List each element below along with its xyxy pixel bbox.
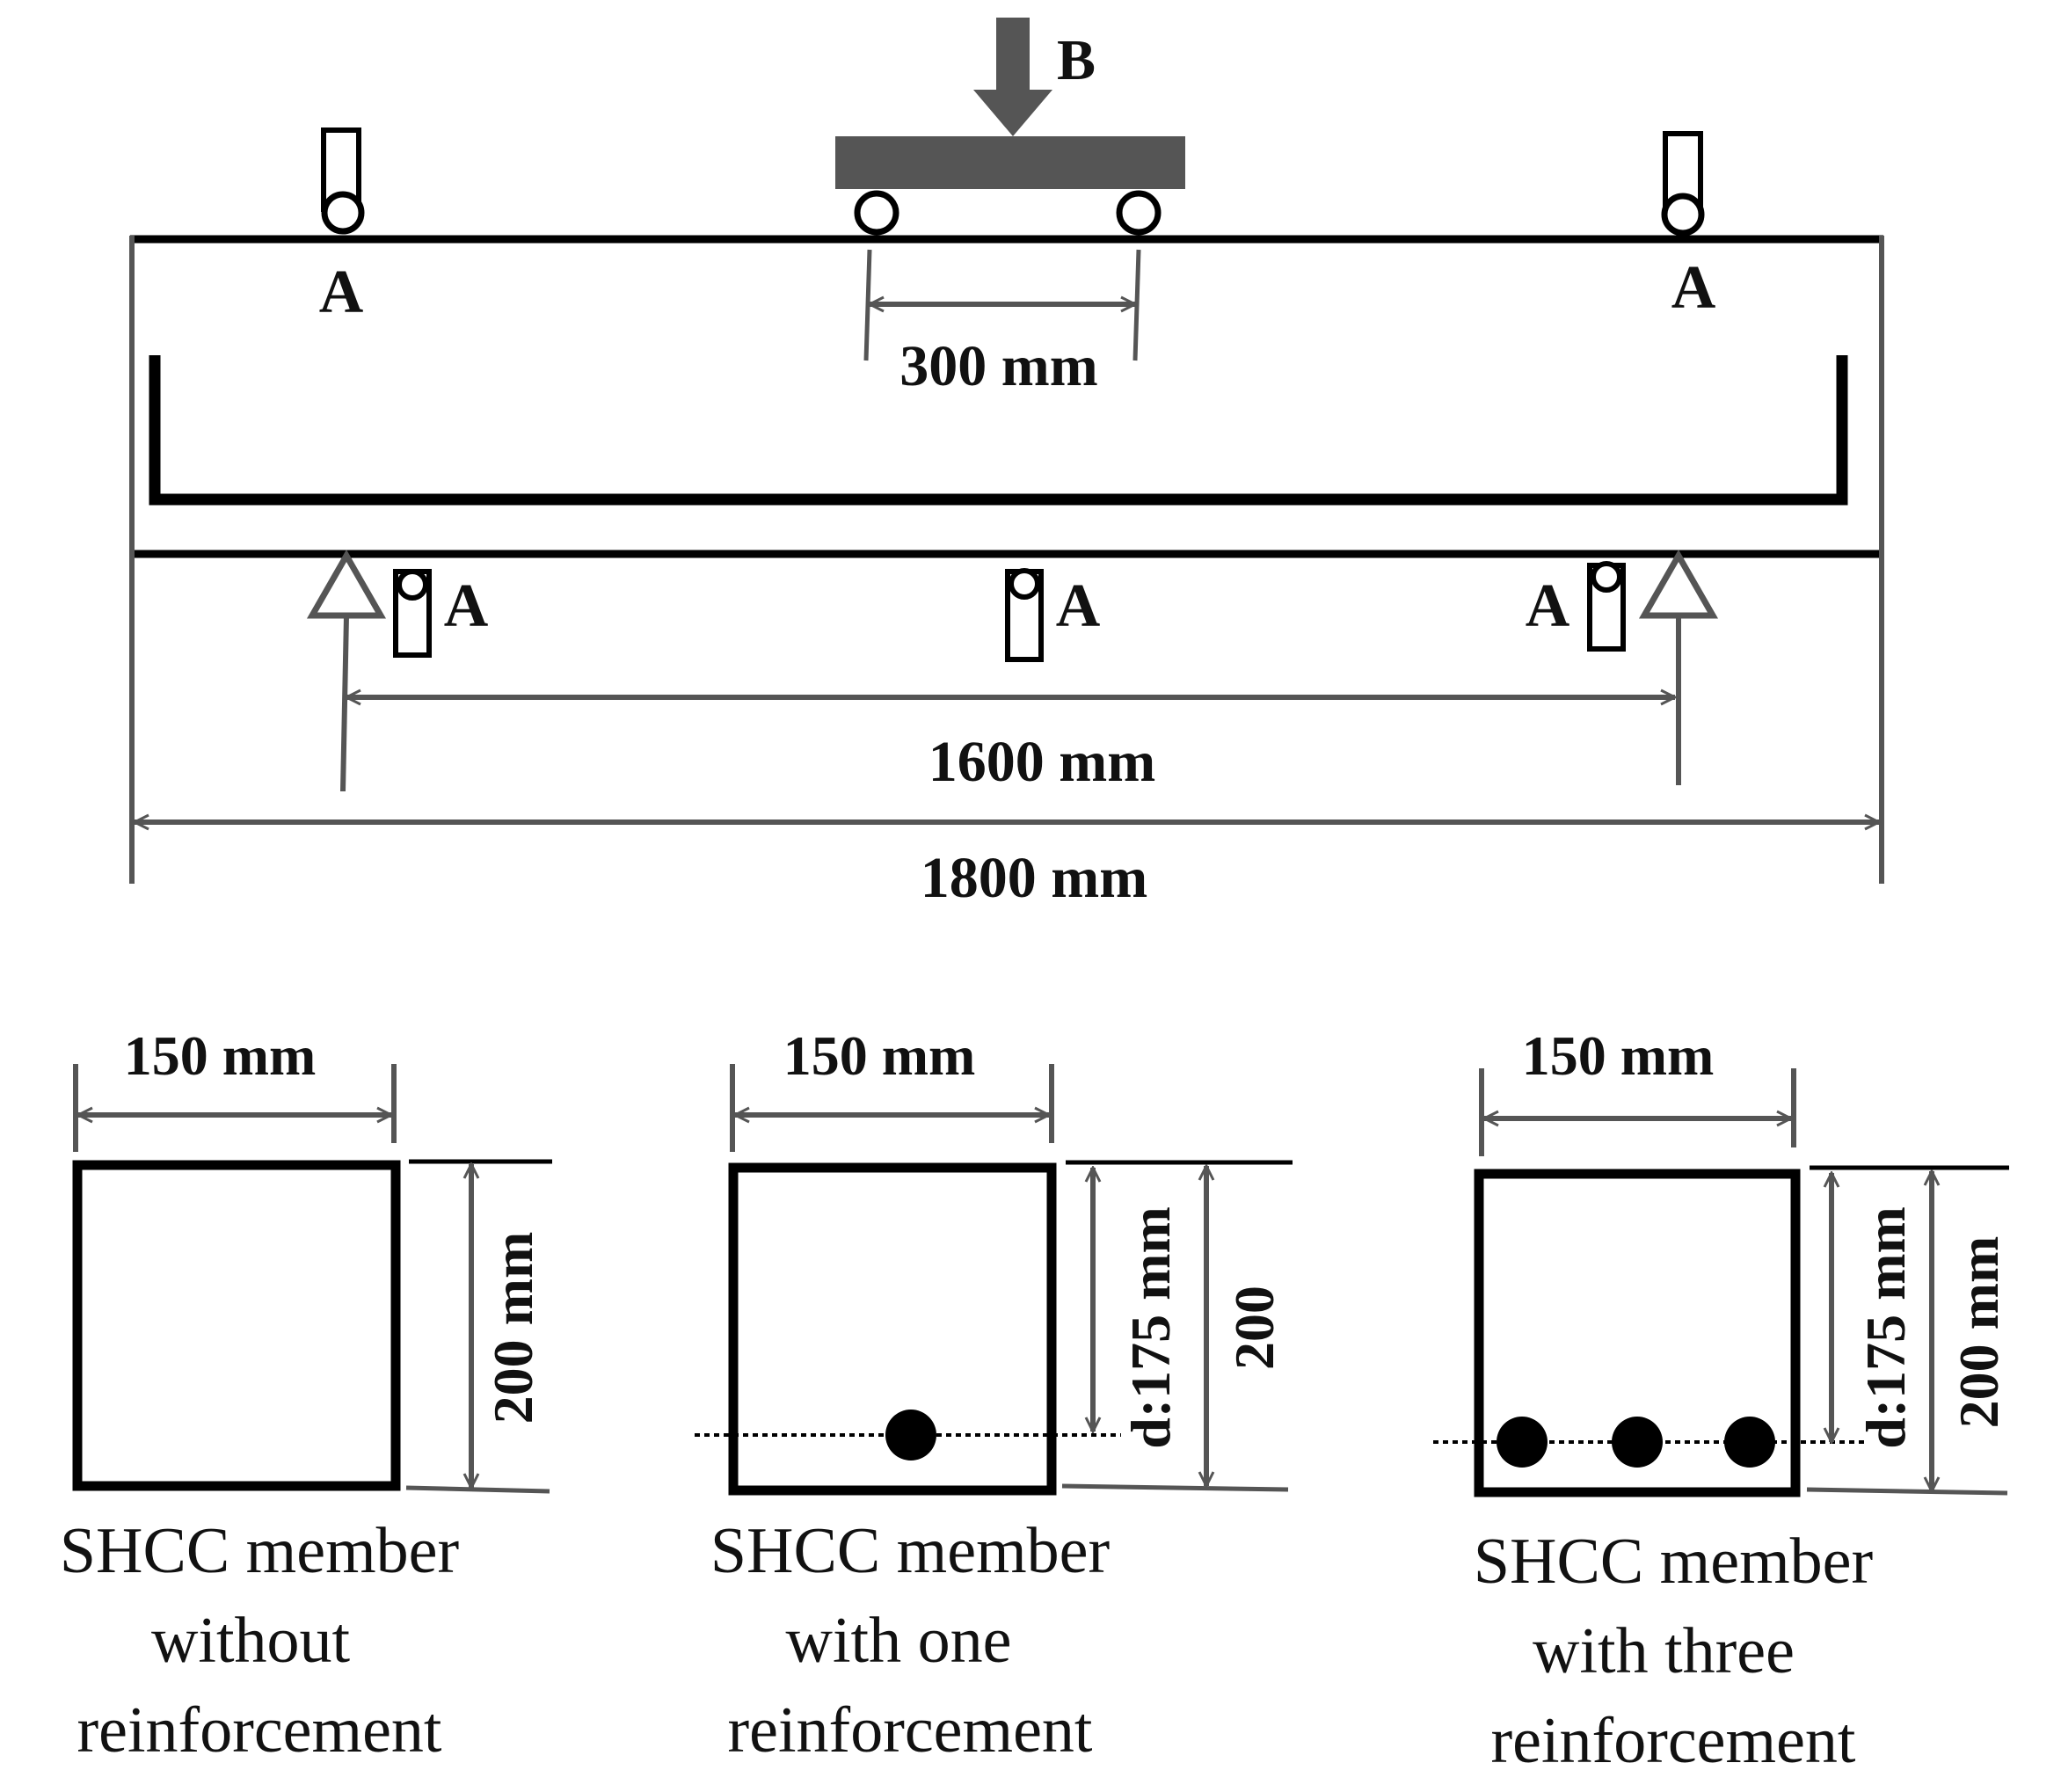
load-roller-left (854, 190, 899, 236)
section-caption-line1: SHCC member (710, 1515, 1110, 1587)
effective-depth-label: d:175 mm (1854, 1206, 1917, 1449)
gauge-label: A (444, 572, 489, 640)
support-right (1638, 549, 1719, 785)
spreader-beam (835, 136, 1185, 189)
effective-depth-label: d:175 mm (1119, 1206, 1182, 1449)
support-arrow-icon (1638, 549, 1719, 619)
section-width-label: 150 mm (1522, 1024, 1715, 1087)
support-left (306, 549, 387, 792)
load-label: B (1057, 28, 1096, 92)
total-length-label: 1800 mm (921, 846, 1147, 910)
loading-spreader: B (835, 18, 1185, 236)
section-height-label: 200 (1223, 1286, 1285, 1370)
section-caption-line1: SHCC member (1474, 1526, 1873, 1598)
top-gauge-left: A (319, 127, 365, 326)
section-caption-line3: reinforcement (1491, 1705, 1856, 1777)
section-height-label: 200 mm (1948, 1236, 2010, 1429)
bottom-gauge-middle: A (1005, 568, 1101, 662)
beam-elevation: B 300 mm A A A A (129, 18, 1884, 910)
cross-section-outline (1474, 1169, 1801, 1497)
section-caption-line3: reinforcement (728, 1694, 1093, 1767)
bottom-gauge-left: A (393, 569, 489, 658)
section-width-label: 150 mm (783, 1024, 976, 1087)
gauge-label: A (1056, 572, 1101, 640)
rebar-dot (1724, 1417, 1775, 1468)
load-spacing-dimension: 300 mm (863, 249, 1141, 398)
support-span-label: 1600 mm (929, 730, 1155, 794)
load-arrow-icon (973, 18, 1052, 136)
rebar-dot (1612, 1417, 1663, 1468)
gauge-label: A (1526, 572, 1570, 640)
support-arrow-icon (306, 549, 387, 619)
section-caption-line1: SHCC member (60, 1515, 459, 1587)
cross-section-outline (72, 1160, 401, 1491)
rebar-dot (1497, 1417, 1548, 1468)
support-span-dimension: 1600 mm (346, 697, 1675, 794)
section-caption-line2: with one (786, 1605, 1012, 1677)
cross-section-outline (728, 1162, 1057, 1496)
section-one-rebar: 150 mm d:175 mm 200 SHCC member with one… (695, 1024, 1293, 1767)
load-spacing-label: 300 mm (899, 334, 1097, 398)
rebar-dot (885, 1410, 936, 1461)
total-length-dimension: 1800 mm (129, 557, 1884, 910)
gauge-label: A (319, 259, 364, 326)
section-unreinforced: 150 mm 200 mm SHCC member without reinfo… (60, 1024, 552, 1767)
load-roller-right (1116, 190, 1162, 236)
section-height-label: 200 mm (482, 1232, 544, 1424)
section-three-rebars: 150 mm d:175 mm 200 mm SHCC member with … (1433, 1024, 2010, 1777)
bottom-gauge-right: A (1526, 561, 1626, 652)
gauge-label: A (1671, 254, 1716, 322)
section-caption-line2: without (151, 1605, 351, 1677)
section-caption-line3: reinforcement (77, 1694, 442, 1767)
section-width-label: 150 mm (124, 1024, 317, 1087)
longitudinal-rebar (149, 355, 1848, 506)
section-caption-line2: with three (1533, 1615, 1795, 1687)
top-gauge-right: A (1661, 131, 1716, 322)
